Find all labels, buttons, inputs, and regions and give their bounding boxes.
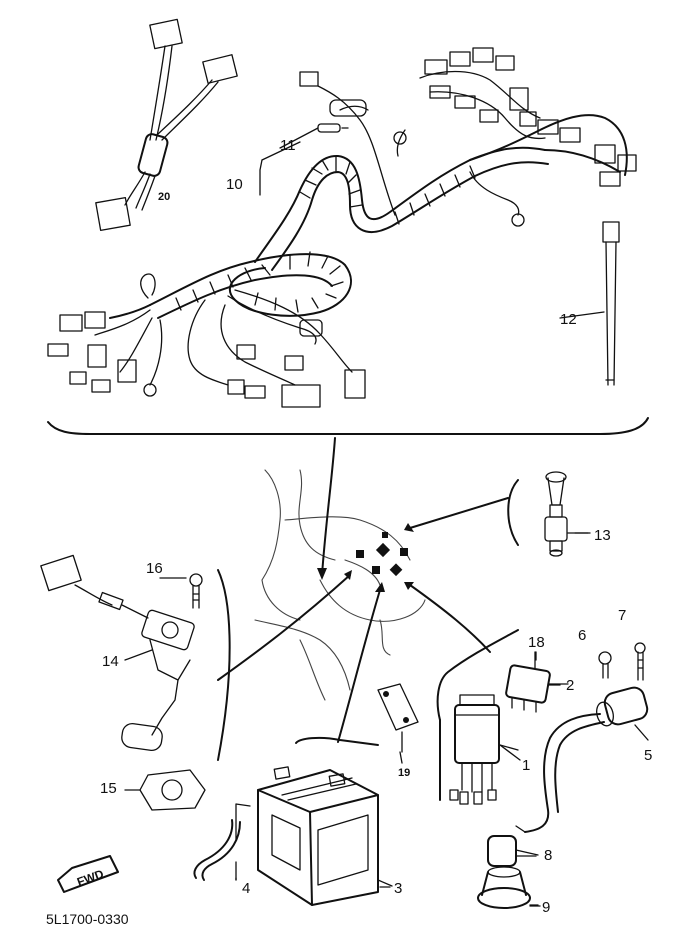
part-4-breather-hose	[193, 803, 251, 881]
part-1-relay	[436, 629, 519, 805]
callout-11: 11	[280, 137, 296, 154]
callout-9: 9	[542, 899, 550, 916]
callout-12: 12	[560, 311, 577, 328]
drawing-code: 5L1700-0330	[46, 911, 129, 927]
part-9-cap-cover	[477, 866, 539, 909]
part-8-plug-cap	[487, 825, 539, 867]
cable-strap-12	[602, 221, 620, 386]
callout-2: 2	[566, 677, 574, 694]
callout-16: 16	[146, 560, 163, 577]
callout-1: 1	[522, 757, 530, 774]
callout-18: 18	[528, 634, 545, 651]
part-14-fuel-sender	[40, 554, 231, 811]
callout-13: 13	[594, 527, 611, 544]
wire-harness-assembly	[47, 47, 637, 408]
part-5-ignition-coil	[524, 642, 649, 833]
callout-15: 15	[100, 780, 117, 797]
callout-3: 3	[394, 880, 402, 897]
callout-20: 20	[158, 191, 170, 203]
sub-harness-20	[95, 18, 238, 232]
part-19	[377, 683, 419, 753]
assembly-leaders	[217, 437, 509, 743]
frame-fasteners	[356, 532, 408, 577]
part-3-battery	[257, 736, 393, 906]
callout-19: 19	[398, 767, 410, 779]
frame-outline	[254, 469, 426, 701]
callout-10: 10	[226, 176, 243, 193]
part-13	[507, 471, 591, 557]
callout-leaders	[124, 127, 605, 907]
callout-5: 5	[644, 747, 652, 764]
fwd-label: FWD	[75, 867, 106, 890]
callout-7: 7	[618, 607, 626, 624]
harness-group-bracket	[47, 417, 649, 435]
fwd-arrow-icon: FWD	[57, 855, 119, 893]
callout-4: 4	[242, 880, 250, 897]
callout-6: 6	[578, 627, 586, 644]
callout-14: 14	[102, 653, 119, 670]
part-2-relay	[505, 651, 569, 713]
callout-8: 8	[544, 847, 552, 864]
